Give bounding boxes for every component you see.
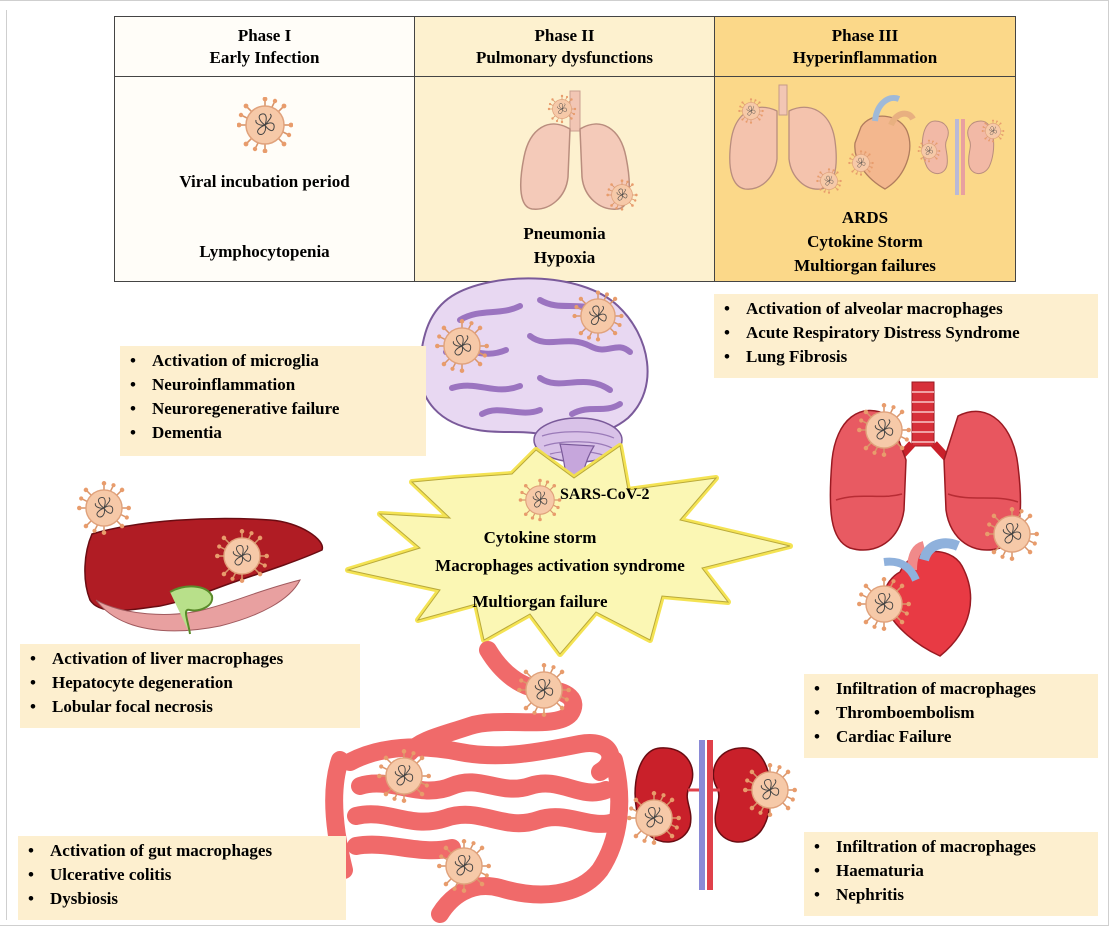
list-item: Infiltration of macrophages [812, 677, 1090, 701]
heart-drawing [857, 543, 971, 656]
list-item: Acute Respiratory Distress Syndrome [722, 321, 1090, 345]
list-item: Neuroregenerative failure [128, 397, 418, 421]
lungs-drawing [830, 382, 1039, 561]
sars-cov-2-label: SARS-CoV-2 [560, 486, 649, 504]
list-item: Lobular focal necrosis [28, 695, 352, 719]
list-item: Thromboembolism [812, 701, 1090, 725]
lung-effects-box: Activation of alveolar macrophages Acute… [714, 294, 1098, 378]
liver-effects-box: Activation of liver macrophages Hepatocy… [20, 644, 360, 728]
list-item: Haematuria [812, 859, 1090, 883]
list-item: Cardiac Failure [812, 725, 1090, 749]
list-item: Neuroinflammation [128, 373, 418, 397]
list-item: Dysbiosis [26, 887, 338, 911]
sars-cov-2-virus-icon [519, 479, 562, 522]
list-item: Activation of alveolar macrophages [722, 297, 1090, 321]
list-item: Nephritis [812, 883, 1090, 907]
gut-effects-list: Activation of gut macrophages Ulcerative… [26, 839, 338, 911]
list-item: Dementia [128, 421, 418, 445]
list-item: Hepatocyte degeneration [28, 671, 352, 695]
list-item: Activation of microglia [128, 349, 418, 373]
heart-effects-list: Infiltration of macrophages Thromboembol… [812, 677, 1090, 749]
kidney-effects-list: Infiltration of macrophages Haematuria N… [812, 835, 1090, 907]
list-item: Activation of gut macrophages [26, 839, 338, 863]
liver-effects-list: Activation of liver macrophages Hepatocy… [28, 647, 352, 719]
kidney-effects-box: Infiltration of macrophages Haematuria N… [804, 832, 1098, 916]
brain-effects-list: Activation of microglia Neuroinflammatio… [128, 349, 418, 445]
gut-effects-box: Activation of gut macrophages Ulcerative… [18, 836, 346, 920]
cytokine-storm-label: Cytokine storm [440, 528, 640, 548]
heart-effects-box: Infiltration of macrophages Thromboembol… [804, 674, 1098, 758]
brain-effects-box: Activation of microglia Neuroinflammatio… [120, 346, 426, 456]
multiorgan-failure-label: Multiorgan failure [430, 592, 650, 612]
mas-label: Macrophages activation syndrome [380, 556, 740, 576]
kidneys-drawing [627, 740, 797, 890]
liver-drawing [77, 481, 322, 634]
list-item: Ulcerative colitis [26, 863, 338, 887]
list-item: Activation of liver macrophages [28, 647, 352, 671]
cytokine-starburst [348, 446, 790, 654]
list-item: Lung Fibrosis [722, 345, 1090, 369]
list-item: Infiltration of macrophages [812, 835, 1090, 859]
lung-effects-list: Activation of alveolar macrophages Acute… [722, 297, 1090, 369]
